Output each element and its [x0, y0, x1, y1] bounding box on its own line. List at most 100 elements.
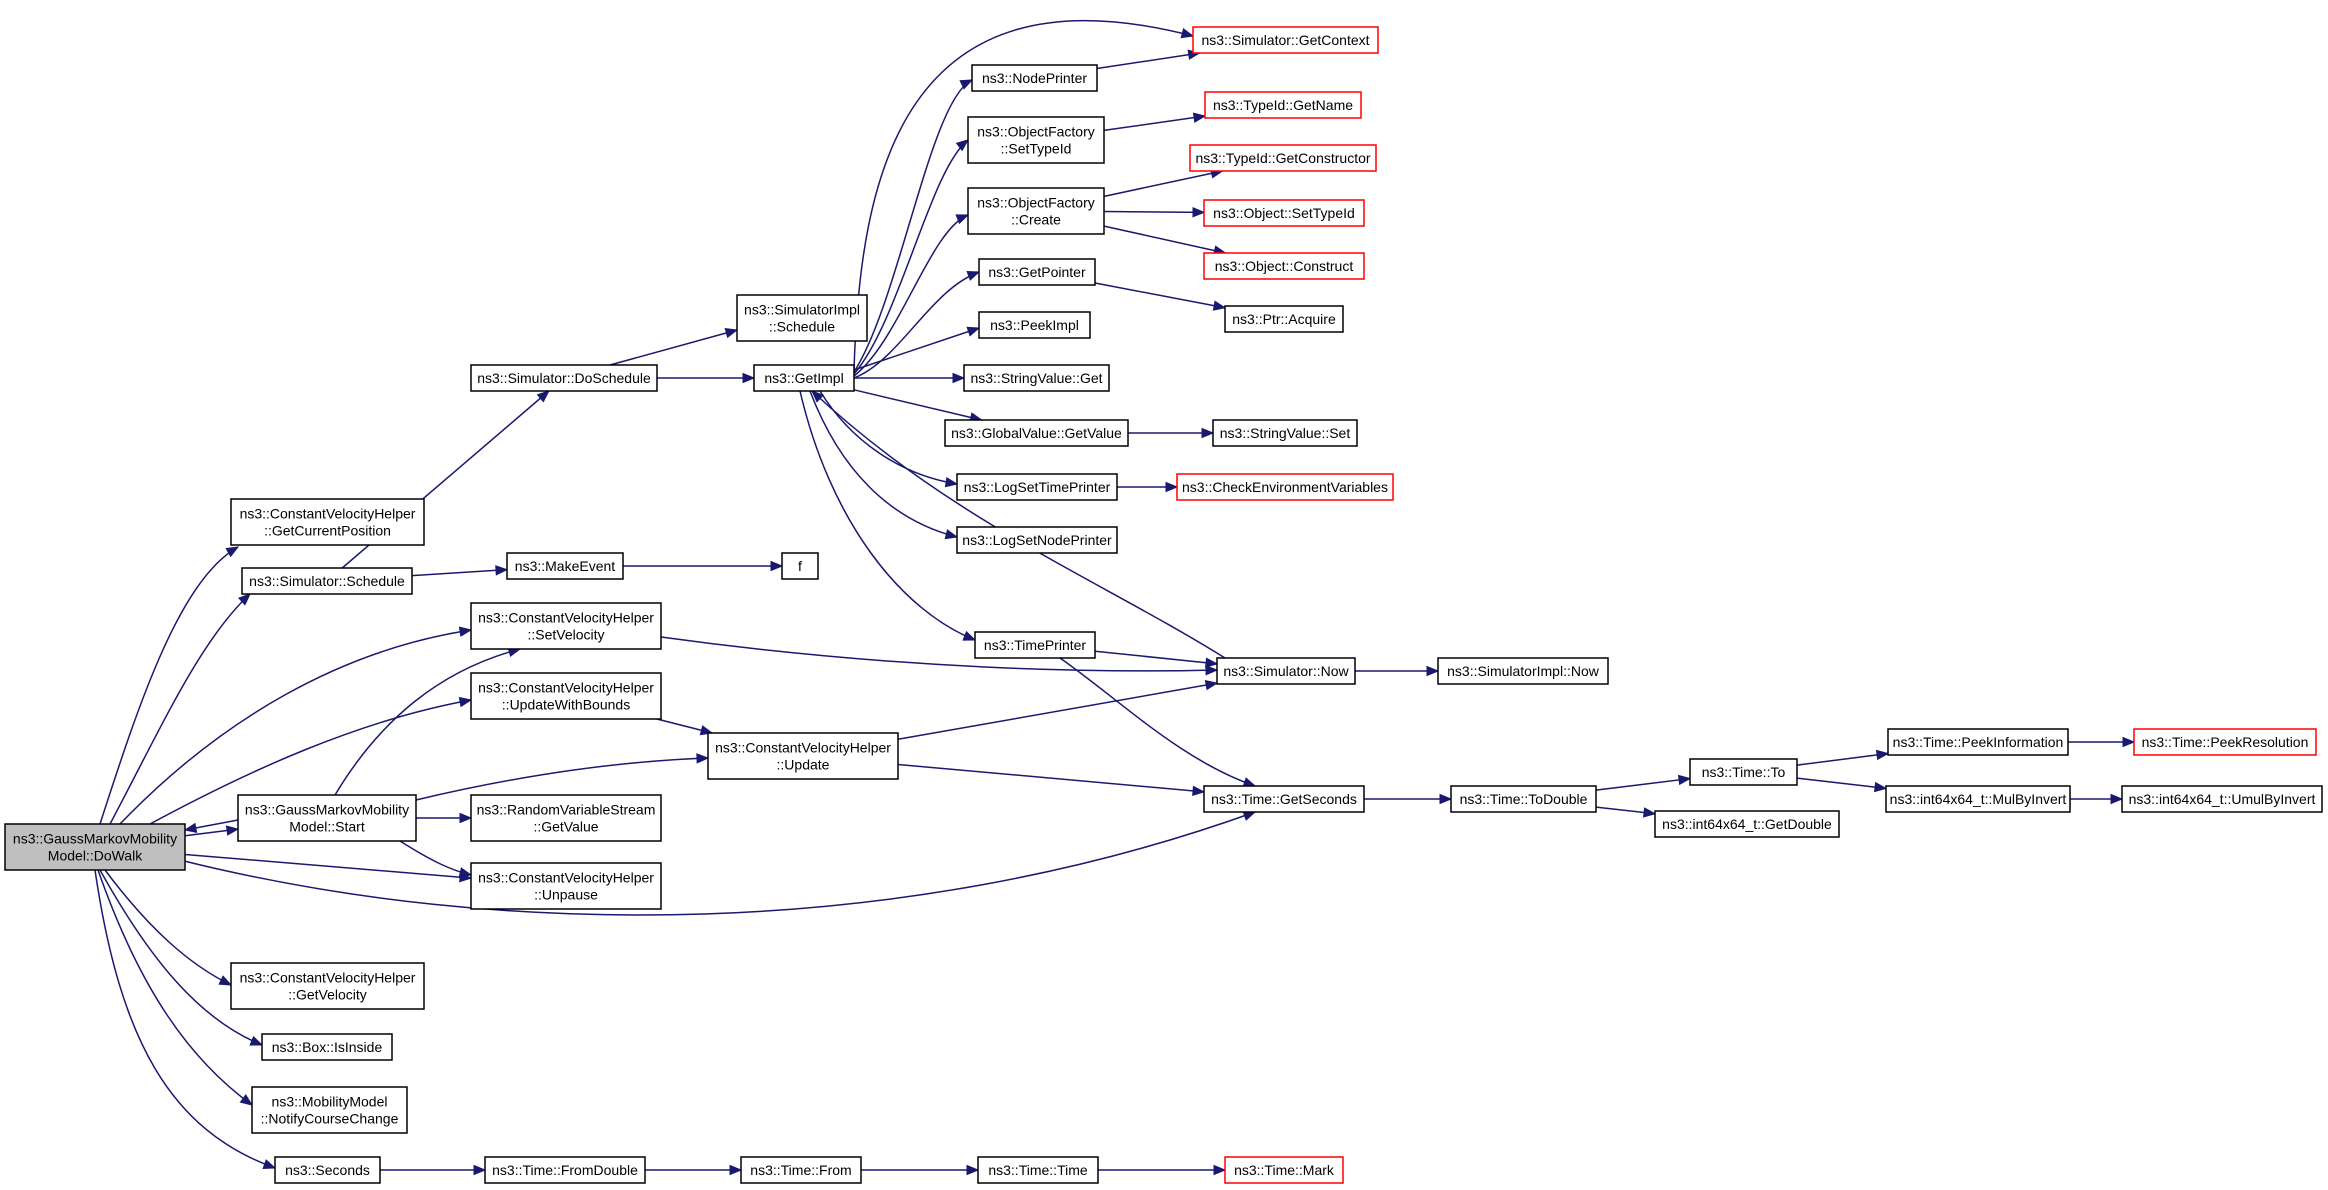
node-timeto[interactable]: ns3::Time::To	[1689, 758, 1798, 786]
edge-getimpl-to-logsettime	[819, 390, 958, 485]
node-ofcreate[interactable]: ns3::ObjectFactory::Create	[967, 187, 1105, 235]
node-f[interactable]: f	[781, 552, 819, 580]
node-umulbyinv[interactable]: ns3::int64x64_t::UmulByInvert	[2121, 785, 2323, 813]
node-simschedule[interactable]: ns3::Simulator::Schedule	[241, 567, 413, 595]
arrowhead-todouble-to-timeto	[1677, 774, 1692, 786]
arrowhead-start-to-dowalk	[183, 822, 198, 834]
edge-ofsettype-to-tidgetname	[1103, 115, 1206, 132]
node-label: ns3::Time::PeekResolution	[2142, 734, 2309, 750]
arrowhead-getimpl-to-nodeprinter	[959, 79, 974, 90]
node-strget[interactable]: ns3::StringValue::Get	[963, 364, 1110, 392]
node-notify[interactable]: ns3::MobilityModel::NotifyCourseChange	[251, 1086, 408, 1134]
node-label: ns3::Time::PeekInformation	[1893, 734, 2064, 750]
node-label: ns3::Time::Mark	[1234, 1162, 1335, 1178]
node-box	[1203, 785, 1365, 813]
node-label: ns3::ConstantVelocityHelper	[240, 970, 416, 986]
arrowhead-dowalk-to-simschedule	[237, 593, 251, 606]
edge-dowalk-to-simschedule	[109, 593, 251, 825]
node-label: Model::Start	[289, 819, 365, 835]
node-objconstruct[interactable]: ns3::Object::Construct	[1203, 252, 1365, 280]
node-label: ::GetCurrentPosition	[264, 523, 391, 539]
node-box	[1224, 1156, 1344, 1184]
arrowhead-cvhupdate-to-simnow	[1204, 679, 1219, 691]
node-unpause[interactable]: ns3::ConstantVelocityHelper::Unpause	[470, 862, 662, 910]
node-todouble[interactable]: ns3::Time::ToDouble	[1450, 785, 1597, 813]
node-peekinfo[interactable]: ns3::Time::PeekInformation	[1887, 728, 2069, 756]
node-timefrom[interactable]: ns3::Time::From	[740, 1156, 862, 1184]
arrowhead-ofsettype-to-tidgetname	[1192, 112, 1207, 123]
arrowhead-dowalk-to-getvel	[218, 975, 233, 986]
node-mulbyinv[interactable]: ns3::int64x64_t::MulByInvert	[1885, 785, 2071, 813]
node-label: ::UpdateWithBounds	[502, 697, 630, 713]
node-box	[1887, 728, 2069, 756]
node-ptracquire[interactable]: ns3::Ptr::Acquire	[1224, 305, 1344, 333]
node-setvel[interactable]: ns3::ConstantVelocityHelper::SetVelocity	[470, 602, 662, 650]
node-cvhupdate[interactable]: ns3::ConstantVelocityHelper::Update	[707, 732, 899, 780]
node-getdouble[interactable]: ns3::int64x64_t::GetDouble	[1654, 810, 1840, 838]
node-box	[1212, 419, 1358, 447]
node-box	[470, 364, 658, 392]
node-seconds[interactable]: ns3::Seconds	[274, 1156, 381, 1184]
node-simimplnow[interactable]: ns3::SimulatorImpl::Now	[1437, 657, 1609, 685]
node-label: ns3::Time::ToDouble	[1460, 791, 1588, 807]
node-box	[470, 602, 662, 650]
node-simnow[interactable]: ns3::Simulator::Now	[1216, 657, 1356, 685]
node-objsettype[interactable]: ns3::Object::SetTypeId	[1203, 199, 1365, 227]
node-checkenv[interactable]: ns3::CheckEnvironmentVariables	[1176, 473, 1394, 501]
node-tidgetname[interactable]: ns3::TypeId::GetName	[1204, 91, 1362, 119]
node-rvs[interactable]: ns3::RandomVariableStream::GetValue	[470, 794, 662, 842]
arrowhead-ofcreate-to-objsettype	[1192, 207, 1206, 218]
node-updbounds[interactable]: ns3::ConstantVelocityHelper::UpdateWithB…	[470, 672, 662, 720]
arrowhead-getimpl-to-ofcreate	[955, 214, 970, 225]
node-label: ns3::GaussMarkovMobility	[13, 831, 177, 847]
node-nodeprinter[interactable]: ns3::NodePrinter	[971, 64, 1098, 92]
node-box	[2133, 728, 2317, 756]
node-logsettime[interactable]: ns3::LogSetTimePrinter	[956, 473, 1118, 501]
node-getpointer[interactable]: ns3::GetPointer	[978, 258, 1096, 286]
node-simimplsched[interactable]: ns3::SimulatorImpl::Schedule	[736, 294, 868, 342]
arrowhead-todouble-to-getdouble	[1642, 807, 1657, 818]
arrowhead-dowalk-to-updbounds	[458, 696, 473, 708]
node-makeevent[interactable]: ns3::MakeEvent	[506, 552, 624, 580]
node-peekimpl[interactable]: ns3::PeekImpl	[978, 311, 1091, 339]
node-getcurpos[interactable]: ns3::ConstantVelocityHelper::GetCurrentP…	[230, 498, 425, 546]
node-label: ns3::ConstantVelocityHelper	[478, 680, 654, 696]
node-label: ns3::ObjectFactory	[977, 195, 1095, 211]
node-isinside[interactable]: ns3::Box::IsInside	[261, 1033, 393, 1061]
node-logsetnode[interactable]: ns3::LogSetNodePrinter	[956, 526, 1118, 554]
node-label: ns3::CheckEnvironmentVariables	[1182, 479, 1388, 495]
node-getcontext[interactable]: ns3::Simulator::GetContext	[1192, 26, 1379, 54]
edge-nodeprinter-to-getcontext	[1096, 52, 1200, 70]
node-timeprinter[interactable]: ns3::TimePrinter	[974, 631, 1096, 659]
node-getseconds[interactable]: ns3::Time::GetSeconds	[1203, 785, 1365, 813]
node-timetime[interactable]: ns3::Time::Time	[977, 1156, 1099, 1184]
node-label: ns3::TypeId::GetName	[1213, 97, 1353, 113]
node-gvget[interactable]: ns3::GlobalValue::GetValue	[944, 419, 1129, 447]
node-strset[interactable]: ns3::StringValue::Set	[1212, 419, 1358, 447]
edge-dowalk-to-getcurpos	[99, 546, 239, 825]
node-getvel[interactable]: ns3::ConstantVelocityHelper::GetVelocity	[230, 962, 425, 1010]
node-ofsettype[interactable]: ns3::ObjectFactory::SetTypeId	[967, 116, 1105, 164]
node-label: ns3::ConstantVelocityHelper	[478, 610, 654, 626]
node-getimpl[interactable]: ns3::GetImpl	[753, 364, 855, 392]
node-doschedule[interactable]: ns3::Simulator::DoSchedule	[470, 364, 658, 392]
edge-getpointer-to-ptracquire	[1094, 282, 1226, 309]
node-label: ns3::GaussMarkovMobility	[245, 802, 409, 818]
edge-dowalk-to-getvel	[104, 869, 232, 986]
node-fromdouble[interactable]: ns3::Time::FromDouble	[484, 1156, 646, 1184]
arrowhead-gvget-to-strset	[1201, 427, 1215, 439]
node-label: ::Update	[777, 757, 830, 773]
node-label: ns3::LogSetTimePrinter	[964, 479, 1111, 495]
edge-start-to-setvel	[334, 648, 521, 796]
node-timemark[interactable]: ns3::Time::Mark	[1224, 1156, 1344, 1184]
arrowhead-timefrom-to-timetime	[966, 1164, 980, 1176]
node-peekres[interactable]: ns3::Time::PeekResolution	[2133, 728, 2317, 756]
arrowhead-dowalk-to-start	[225, 825, 240, 836]
node-tidgetctor[interactable]: ns3::TypeId::GetConstructor	[1189, 144, 1377, 172]
edge-timeprinter-to-simnow	[1094, 650, 1218, 665]
edge-dowalk-to-setvel	[119, 629, 472, 825]
node-box	[2121, 785, 2323, 813]
node-box	[1176, 473, 1394, 501]
